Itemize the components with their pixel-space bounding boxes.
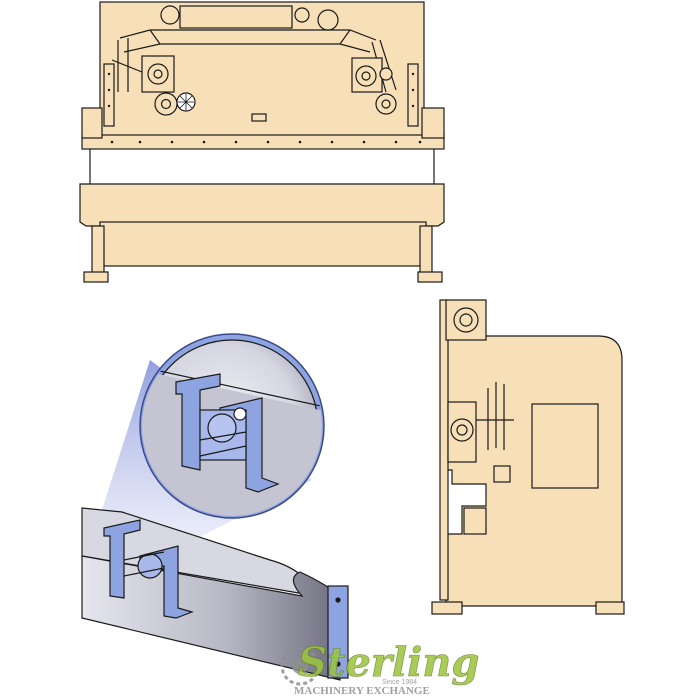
- cylinder-left-hub: [153, 69, 163, 79]
- top-pulley-left: [160, 5, 180, 25]
- leg-right: [419, 225, 433, 275]
- logo-gear-icon: [280, 646, 320, 686]
- bed-frame: [99, 221, 427, 267]
- bed-end-plate: [327, 585, 349, 679]
- gauge-rail-left: [103, 63, 115, 127]
- top-slot: [179, 5, 293, 29]
- logo-since: Since 1984: [382, 679, 417, 686]
- sterling-logo: Sterling Since 1984 MACHINERY EXCHANGE: [280, 639, 480, 697]
- bed-section: [81, 507, 349, 681]
- logo-subtitle: MACHINERY EXCHANGE: [294, 685, 430, 697]
- foot-left: [83, 271, 109, 283]
- foot-right: [417, 271, 443, 283]
- ram-bolts: [110, 140, 422, 144]
- side-gauge-bracket: [476, 382, 514, 450]
- logo-name: Sterling: [298, 639, 479, 686]
- linkage-beam: [119, 29, 377, 53]
- frame-ear-left: [81, 107, 103, 139]
- lower-bed: [79, 183, 445, 227]
- frame-ear-right: [421, 107, 445, 139]
- magnifier: [139, 333, 325, 519]
- ram: [81, 134, 445, 150]
- side-gauge-box: [493, 465, 511, 483]
- top-pulley-right: [294, 7, 310, 23]
- linkage-arm-left: [111, 38, 143, 92]
- side-foot-left: [431, 601, 463, 615]
- front-view: [79, 1, 445, 283]
- magnified-gauge-bracket: [175, 373, 280, 493]
- top-pulley-far-right: [317, 9, 339, 31]
- center-badge: [251, 113, 267, 122]
- side-foot-right: [595, 601, 625, 615]
- bed-gauge-bracket: [103, 519, 194, 619]
- leg-left: [91, 225, 105, 275]
- side-upper-post: [439, 299, 449, 601]
- magnified-bed-surface: [142, 370, 322, 516]
- side-view: [431, 299, 625, 615]
- gauge-rail-right: [407, 63, 419, 127]
- side-die-block: [463, 507, 487, 535]
- side-nameplate: [531, 403, 599, 489]
